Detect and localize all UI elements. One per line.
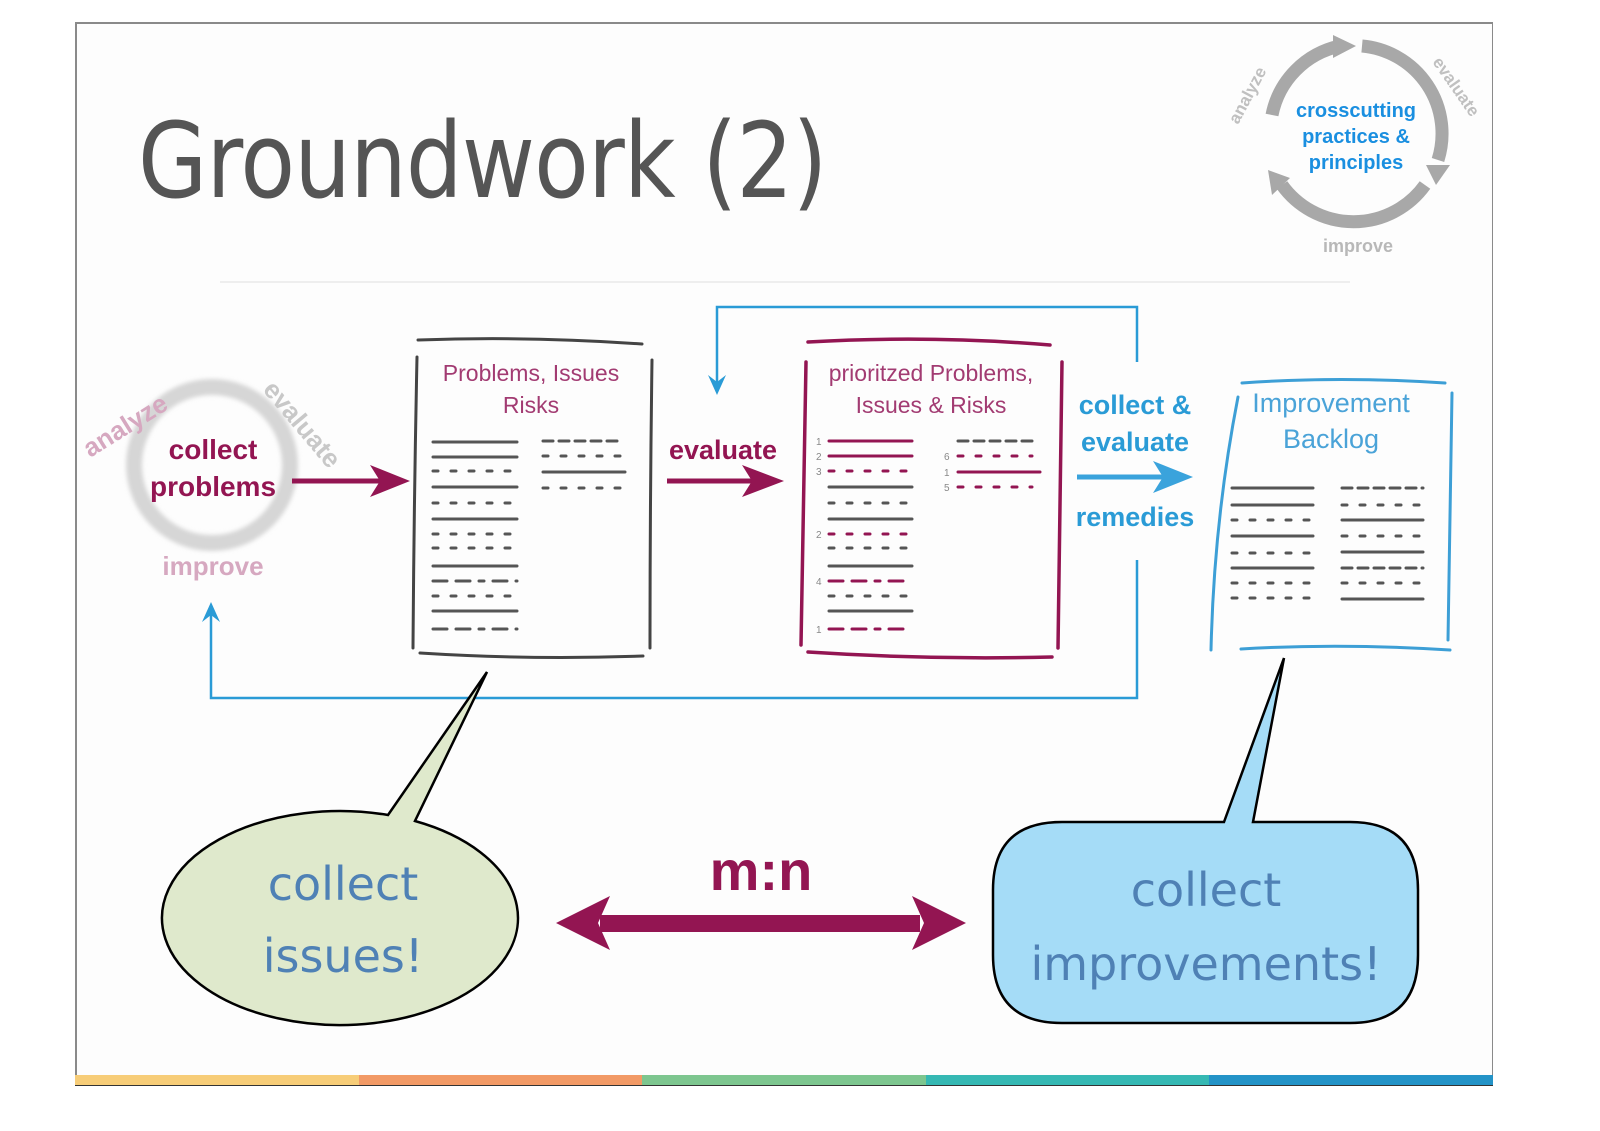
feedback-bottom-arrowhead-icon [202,602,220,622]
bubble-right-line-1: collect [1131,863,1282,917]
relation-label: m:n [710,839,813,902]
badge-improve-label: improve [1323,236,1393,256]
priority-number: 5 [944,483,950,494]
remedies-label-line-1: collect & [1079,390,1192,420]
priority-number: 1 [944,468,950,479]
doc1-title-line-1: Problems, Issues [443,360,619,386]
doc1-content-lines [431,439,627,631]
improvement-backlog-document: Improvement Backlog [1209,378,1454,652]
badge-center-line-2: practices & [1302,126,1410,148]
color-bar-segment [358,1075,643,1085]
doc2-content-lines [827,439,1042,631]
bubble-right-line-2: improvements! [1030,937,1381,991]
badge-arrowheads [1268,35,1450,195]
color-bar-segment [1209,1075,1493,1085]
collect-improvements-bubble: collect improvements! [991,657,1420,1025]
doc2-title-line-1: prioritzed Problems, [829,360,1034,386]
color-bar-segment [925,1075,1210,1085]
priority-number: 3 [816,467,822,478]
bubble-left-line-1: collect [268,857,419,911]
evaluate-arrow: evaluate [667,435,784,497]
footer-color-bar [75,1075,1493,1085]
crosscutting-badge: crosscutting practices & principles anal… [1225,35,1483,256]
priority-number: 1 [816,437,822,448]
cycle-center-line-2: problems [150,471,276,502]
collect-issues-bubble: collect issues! [160,671,520,1027]
bubble-left-line-2: issues! [263,929,424,983]
color-bar-segment [75,1075,359,1085]
color-bar-segment [642,1075,926,1085]
prioritized-problems-document: prioritzed Problems, Issues & Risks 1 2 3 2… [799,337,1064,660]
doc3-title-line-2: Backlog [1283,424,1379,454]
cycle-analyze-label: analyze [77,388,173,463]
feedback-loop-top [715,305,1139,388]
remedies-label-line-2: evaluate [1081,427,1189,457]
priority-number: 2 [816,452,822,463]
cycle-ring-icon [126,379,298,551]
cycle-improve-label: improve [162,551,263,581]
many-to-many-relation: m:n [556,839,966,950]
cycle-center-line-1: collect [169,434,258,465]
doc3-content-lines [1230,486,1425,601]
footer-rule [75,1085,1493,1086]
relation-arrowhead-right-icon [912,896,966,950]
relation-arrowhead-left-icon [556,896,610,950]
priority-number: 6 [944,452,950,463]
title-divider [220,281,1350,283]
collect-problems-cycle: collect problems analyze evaluate improv… [77,375,347,581]
priority-number: 2 [816,530,822,541]
badge-cycle-ring-icon [1265,39,1449,229]
remedies-label-bottom: remedies [1076,502,1195,532]
feedback-top-arrowhead-icon [708,375,726,395]
remedies-arrow: collect & evaluate remedies [1076,390,1195,532]
page-title: Groundwork (2) [138,100,827,222]
badge-center-line-3: principles [1309,152,1403,174]
priority-number: 1 [816,625,822,636]
doc2-priority-numbers: 1 2 3 2 4 1 6 1 5 [816,437,950,636]
evaluate-arrow-label: evaluate [669,435,777,465]
relation-arrow-shaft [600,915,920,932]
doc3-title-line-1: Improvement [1252,388,1410,418]
priority-number: 4 [816,577,822,588]
problems-issues-risks-document: Problems, Issues Risks [411,337,654,659]
arrow-to-problems-list [292,465,410,497]
feedback-loop-bottom [209,560,1139,700]
doc1-title-line-2: Risks [503,392,559,418]
doc2-title-line-2: Issues & Risks [856,392,1007,418]
badge-analyze-label: analyze [1225,64,1271,127]
badge-center-line-1: crosscutting [1296,100,1416,122]
